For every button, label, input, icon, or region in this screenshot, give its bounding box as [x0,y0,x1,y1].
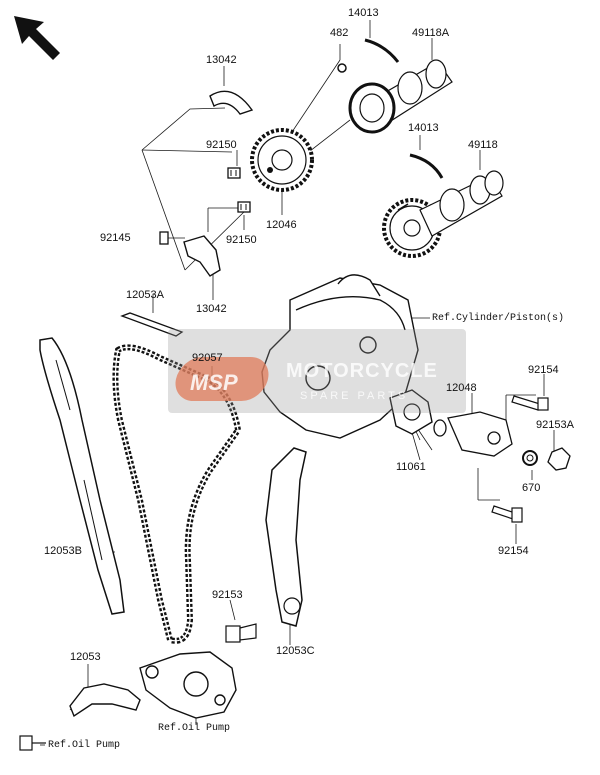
bolt-92150-a [227,167,241,179]
camshaft-49118A [348,59,453,134]
bolt-92153 [225,623,257,643]
watermark-line1: MOTORCYCLE [286,360,438,382]
watermark-logo-text: MSP [190,370,238,395]
cam-sprocket-12046 [250,128,314,192]
tensioner-12048 [433,411,513,457]
bolt-92154-bottom [491,505,523,523]
arrow-up-left-icon [14,16,60,60]
label-92150-b: 92150 [226,234,257,246]
label-12053C: 12053C [276,645,315,657]
washer-670 [522,450,538,466]
label-13042-top: 13042 [206,54,237,66]
cap-13042-bottom [183,235,221,277]
label-12053A: 12053A [126,289,164,301]
bolt-92150-b [237,201,251,213]
label-92150-a: 92150 [206,139,237,151]
camshaft-49118 [419,170,504,237]
label-92154-top: 92154 [528,364,559,376]
oil-pump-assembly [69,651,237,719]
cap-13042-top [209,90,254,115]
label-14013-top: 14013 [348,7,379,19]
label-92057: 92057 [192,352,223,364]
label-92153: 92153 [212,589,243,601]
label-14013-mid: 14013 [408,122,439,134]
label-12053B: 12053B [44,545,82,557]
guide-12053A [120,312,184,337]
label-13042-bottom: 13042 [196,303,227,315]
circlip-14013-top [364,38,400,63]
pin-482 [337,63,347,73]
label-92145: 92145 [100,232,131,244]
label-12048: 12048 [446,382,477,394]
tensioner-guide-12053C [265,447,307,627]
pin-92145 [159,231,169,245]
cylinder-head [261,274,419,439]
label-ref-cylinder: Ref.Cylinder/Piston(s) [432,313,565,324]
label-670: 670 [522,482,541,494]
label-482: 482 [330,27,349,39]
nut-92153A [547,447,571,471]
label-92153A: 92153A [536,419,574,431]
label-49118A: 49118A [412,27,450,39]
bolt-92154-top [511,395,549,411]
label-ref-oil-pump-1: Ref.Oil Pump [158,723,231,734]
bolt-oil-pump [19,735,46,751]
watermark-line2: SPARE PARTS [300,390,409,402]
label-12046: 12046 [266,219,297,231]
label-49118: 49118 [468,139,498,151]
chain-guide-12053B [39,337,125,615]
label-12053: 12053 [70,651,101,663]
label-92154-bottom: 92154 [498,545,529,557]
label-ref-oil-pump-2: Ref.Oil Pump [48,740,121,751]
label-11061: 11061 [396,461,426,473]
circlip-14013-mid [409,153,444,179]
